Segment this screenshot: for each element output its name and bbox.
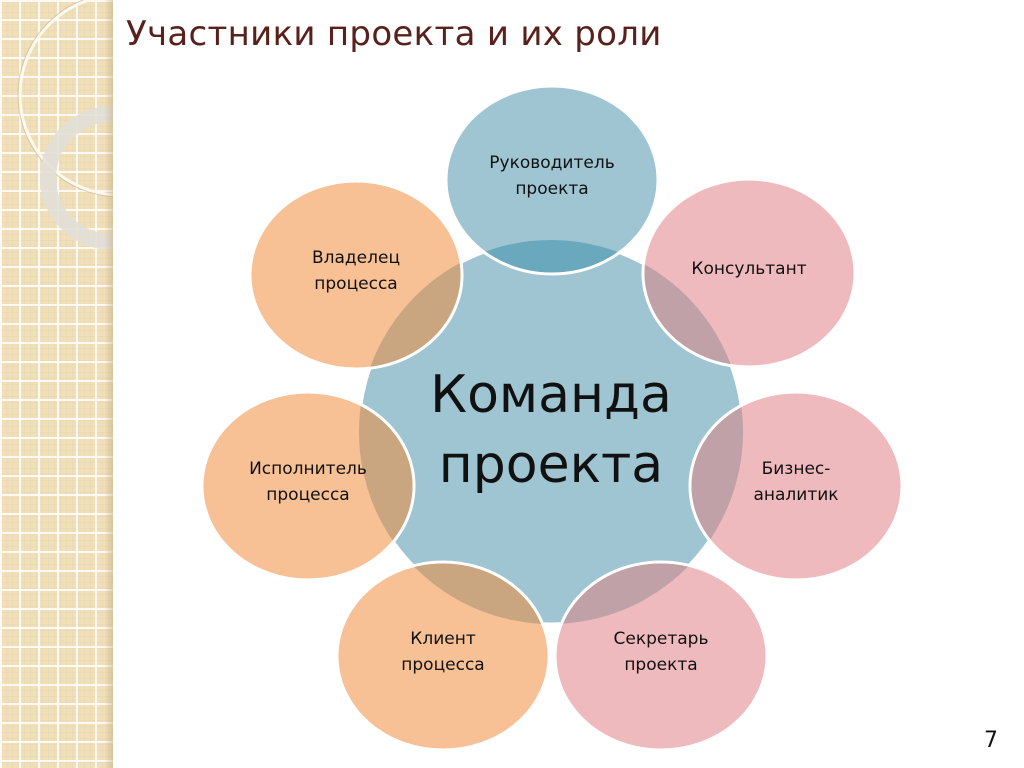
node-circle-process-owner [248, 179, 464, 371]
node-circle-project-manager [444, 84, 660, 276]
node-circle-project-secretary [553, 560, 769, 752]
sidebar-shadow [104, 0, 113, 768]
decorative-sidebar [0, 0, 113, 768]
slide-title: Участники проекта и их роли [126, 14, 662, 54]
overlap-process-owner [359, 240, 461, 368]
center-label: Команда проекта [430, 365, 672, 495]
overlap-consultant [644, 240, 743, 366]
node-circle-consultant [641, 177, 857, 369]
node-circle-business-analyst [688, 390, 904, 582]
page-number: 7 [984, 728, 998, 753]
